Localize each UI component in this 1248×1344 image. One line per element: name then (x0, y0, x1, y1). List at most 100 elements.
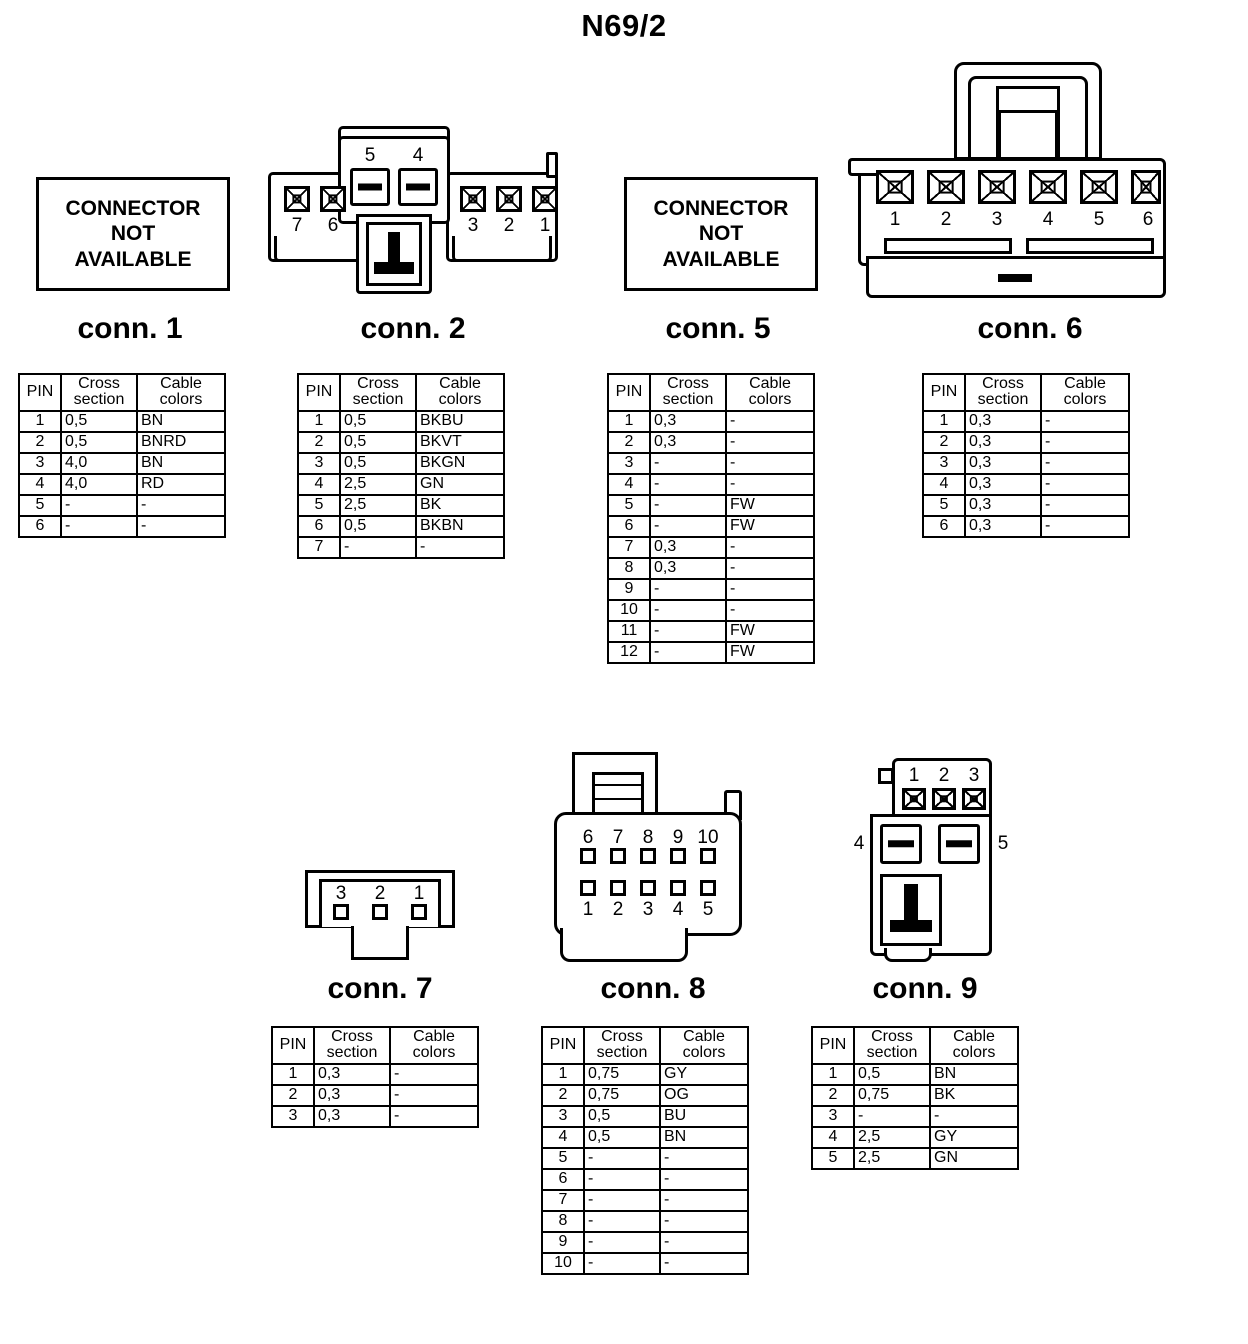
cell-cross-section: 0,3 (649, 409, 727, 433)
conn2-pin-label-6: 6 (327, 215, 339, 236)
cell-pin: 8 (607, 556, 651, 580)
cell-cross-section: - (583, 1167, 661, 1191)
connector-1-not-available-placard: CONNECTOR NOT AVAILABLE (36, 177, 230, 291)
conn2-tongue-stem (388, 232, 400, 268)
cell-cross-section: 0,5 (853, 1062, 931, 1086)
cell-cable-colors: - (389, 1062, 479, 1086)
th-pin: PIN (922, 373, 966, 412)
cell-cable-colors: - (1040, 493, 1130, 517)
th-pin: PIN (271, 1026, 315, 1065)
cell-cable-colors: BKBN (415, 514, 505, 538)
conn8-pin-label-4: 4 (672, 899, 684, 920)
connector-6-drawing: 1 2 3 4 5 6 (848, 62, 1166, 302)
cell-pin: 3 (607, 451, 651, 475)
cell-pin: 2 (607, 430, 651, 454)
connector-2-drawing: 5 4 7 6 3 2 1 (268, 126, 558, 294)
conn8-latch-ribs (592, 772, 644, 814)
th-cc-l2: colors (159, 391, 203, 409)
cell-pin: 7 (297, 535, 341, 559)
cell-cross-section: 2,5 (339, 472, 417, 496)
conn2-terminal-3 (460, 186, 486, 212)
cell-cable-colors: - (725, 451, 815, 475)
conn6-slot-left (884, 238, 1012, 254)
conn8-terminal-9 (670, 848, 686, 864)
table-row: 5-- (18, 493, 226, 517)
th-cs-l1: Cross (78, 375, 120, 392)
conn2-terminal-6 (320, 186, 346, 212)
th-cc-l2: colors (748, 391, 792, 409)
cell-cross-section: 0,75 (583, 1062, 661, 1086)
th-cc-l2: colors (412, 1044, 456, 1062)
conn2-pin-label-3: 3 (467, 215, 479, 236)
th-cs-l1: Cross (871, 1028, 913, 1045)
cell-pin: 3 (541, 1104, 585, 1128)
conn6-terminal-5 (1080, 170, 1118, 204)
th-cc-l1: Cable (1064, 375, 1106, 392)
conn2-pin-label-7: 7 (291, 215, 303, 236)
table-row: 5-- (541, 1146, 749, 1170)
conn6-terminal-2 (927, 170, 965, 204)
conn7-pin-label-2: 2 (374, 883, 386, 904)
cell-cable-colors: FW (725, 514, 815, 538)
table-row: 9-- (541, 1230, 749, 1254)
conn2-pin-label-4: 4 (412, 145, 424, 166)
cell-cross-section: - (60, 493, 138, 517)
cell-cable-colors: BK (415, 493, 505, 517)
cell-cable-colors: - (725, 577, 815, 601)
cell-pin: 9 (607, 577, 651, 601)
cell-cable-colors: BU (659, 1104, 749, 1128)
cell-pin: 6 (922, 514, 966, 538)
cell-pin: 11 (607, 619, 651, 643)
th-cc-l1: Cable (413, 1028, 455, 1045)
th-cc-l1: Cable (953, 1028, 995, 1045)
cell-cross-section: - (649, 514, 727, 538)
table-row: 7-- (297, 535, 505, 559)
cell-cable-colors: FW (725, 640, 815, 664)
conn9-pin-label-5: 5 (997, 833, 1009, 854)
cell-pin: 4 (541, 1125, 585, 1149)
cell-cable-colors: - (725, 472, 815, 496)
th-pin: PIN (541, 1026, 585, 1065)
table-row: 6-FW (607, 514, 815, 538)
table-row: 12-FW (607, 640, 815, 664)
th-cs-l2: section (662, 391, 714, 409)
cell-pin: 5 (811, 1146, 855, 1170)
conn6-pin-label-4: 4 (1042, 209, 1054, 230)
th-pin: PIN (811, 1026, 855, 1065)
cell-cross-section: - (583, 1209, 661, 1233)
cell-cable-colors: BKVT (415, 430, 505, 454)
cell-cross-section: 0,5 (339, 409, 417, 433)
conn9-pin-label-2: 2 (938, 765, 950, 786)
conn7-foot (351, 926, 409, 960)
cell-cable-colors: GY (929, 1125, 1019, 1149)
cell-cross-section: 0,3 (313, 1104, 391, 1128)
cell-cross-section: - (583, 1146, 661, 1170)
conn8-pin-label-1: 1 (582, 899, 594, 920)
cell-pin: 1 (297, 409, 341, 433)
cell-cross-section: 0,5 (583, 1104, 661, 1128)
cell-pin: 2 (18, 430, 62, 454)
cell-cable-colors: RD (136, 472, 226, 496)
th-cc-l2: colors (438, 391, 482, 409)
table-row: 9-- (607, 577, 815, 601)
connector-9-drawing: 1 2 3 4 5 (840, 750, 1020, 965)
conn8-terminal-2 (610, 880, 626, 896)
cell-cross-section: - (60, 514, 138, 538)
table-row: 5-FW (607, 493, 815, 517)
conn8-pin-label-9: 9 (672, 827, 684, 848)
cell-pin: 7 (541, 1188, 585, 1212)
